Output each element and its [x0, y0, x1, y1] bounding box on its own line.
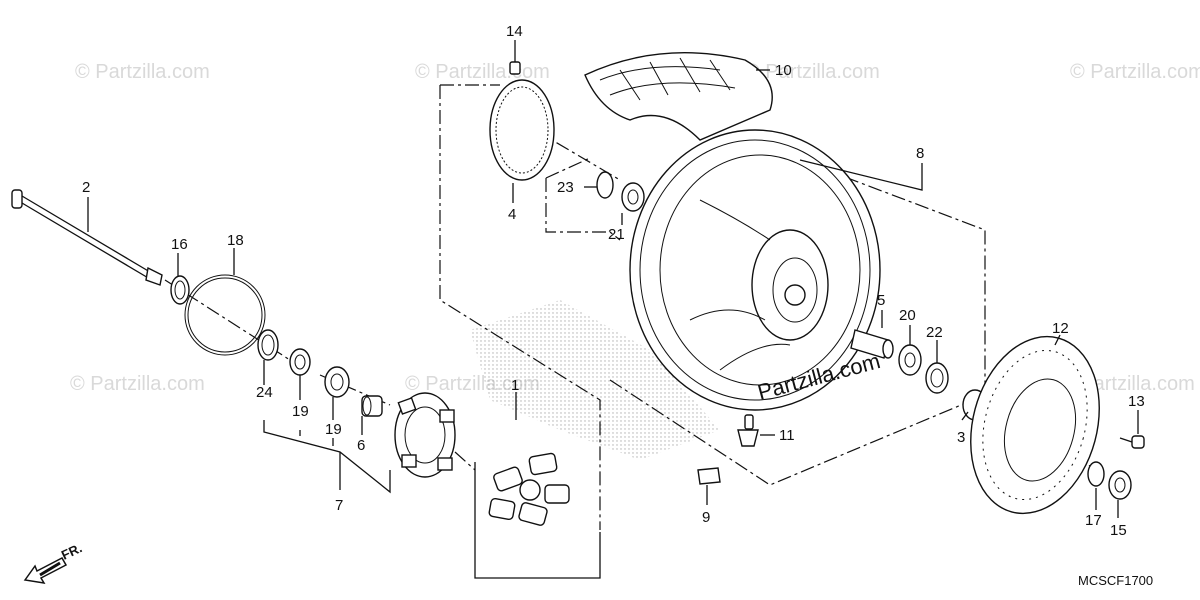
dust-seal — [925, 362, 949, 394]
part-label-16: 16 — [171, 236, 188, 253]
rear-wheel — [629, 129, 881, 411]
part-label-19: 19 — [292, 403, 309, 420]
diagram-code: MCSCF1700 — [1078, 573, 1153, 588]
dust-seal — [257, 329, 279, 361]
circlip — [184, 274, 266, 356]
part-label-22: 22 — [926, 324, 943, 341]
bearing — [289, 348, 311, 376]
part-label-19: 19 — [325, 421, 342, 438]
tire-valve — [737, 414, 759, 447]
wheel-damper-rubbers — [488, 452, 570, 526]
part-label-13: 13 — [1128, 393, 1145, 410]
part-label-3: 3 — [957, 429, 965, 446]
bearing — [621, 182, 645, 212]
o-ring — [596, 171, 614, 199]
axle — [11, 189, 163, 286]
washer — [1087, 461, 1105, 487]
part-label-23: 23 — [557, 179, 574, 196]
tire — [584, 52, 773, 141]
part-label-24: 24 — [256, 384, 273, 401]
watermark: © Partzilla.com — [745, 61, 880, 83]
part-label-9: 9 — [702, 509, 710, 526]
ring-bolt — [509, 56, 521, 75]
part-label-5: 5 — [877, 292, 885, 309]
part-label-17: 17 — [1085, 512, 1102, 529]
disc-nut — [1108, 470, 1132, 500]
part-labels: 2 16 18 24 19 19 6 7 1 14 4 23 21 10 8 5… — [82, 23, 1145, 539]
part-label-12: 12 — [1052, 320, 1069, 337]
watermark: © Partzilla.com — [415, 61, 550, 83]
watermark: © Partzilla.com — [75, 61, 210, 83]
bearing — [898, 344, 922, 376]
part-label-20: 20 — [899, 307, 916, 324]
part-label-2: 2 — [82, 179, 90, 196]
part-label-8: 8 — [916, 145, 924, 162]
assembly-lines — [164, 84, 1101, 530]
part-label-15: 15 — [1110, 522, 1127, 539]
collar — [170, 275, 190, 305]
disc-bolt — [1119, 435, 1145, 449]
part-label-18: 18 — [227, 232, 244, 249]
part-label-14: 14 — [506, 23, 523, 40]
part-label-7: 7 — [335, 497, 343, 514]
stippled-logo — [470, 300, 720, 460]
driven-flange — [394, 392, 456, 478]
driven-flange-collar — [361, 395, 383, 417]
watermark: © Partzilla.com — [70, 373, 205, 395]
part-label-10: 10 — [775, 62, 792, 79]
watermark: © Partzilla.com — [1070, 61, 1200, 83]
part-label-4: 4 — [508, 206, 516, 223]
balance-weight — [697, 467, 721, 485]
part-label-21: 21 — [608, 226, 625, 243]
bearing — [324, 366, 350, 398]
part-label-1: 1 — [511, 377, 519, 394]
part-label-11: 11 — [779, 427, 795, 444]
leader-lines — [87, 40, 1139, 579]
part-label-6: 6 — [357, 437, 365, 454]
brake-disc — [970, 335, 1100, 515]
direction-label: FR. — [59, 540, 84, 562]
distance-collar — [850, 329, 894, 359]
pulser-ring — [489, 79, 555, 181]
fr-arrow-icon — [23, 557, 68, 584]
